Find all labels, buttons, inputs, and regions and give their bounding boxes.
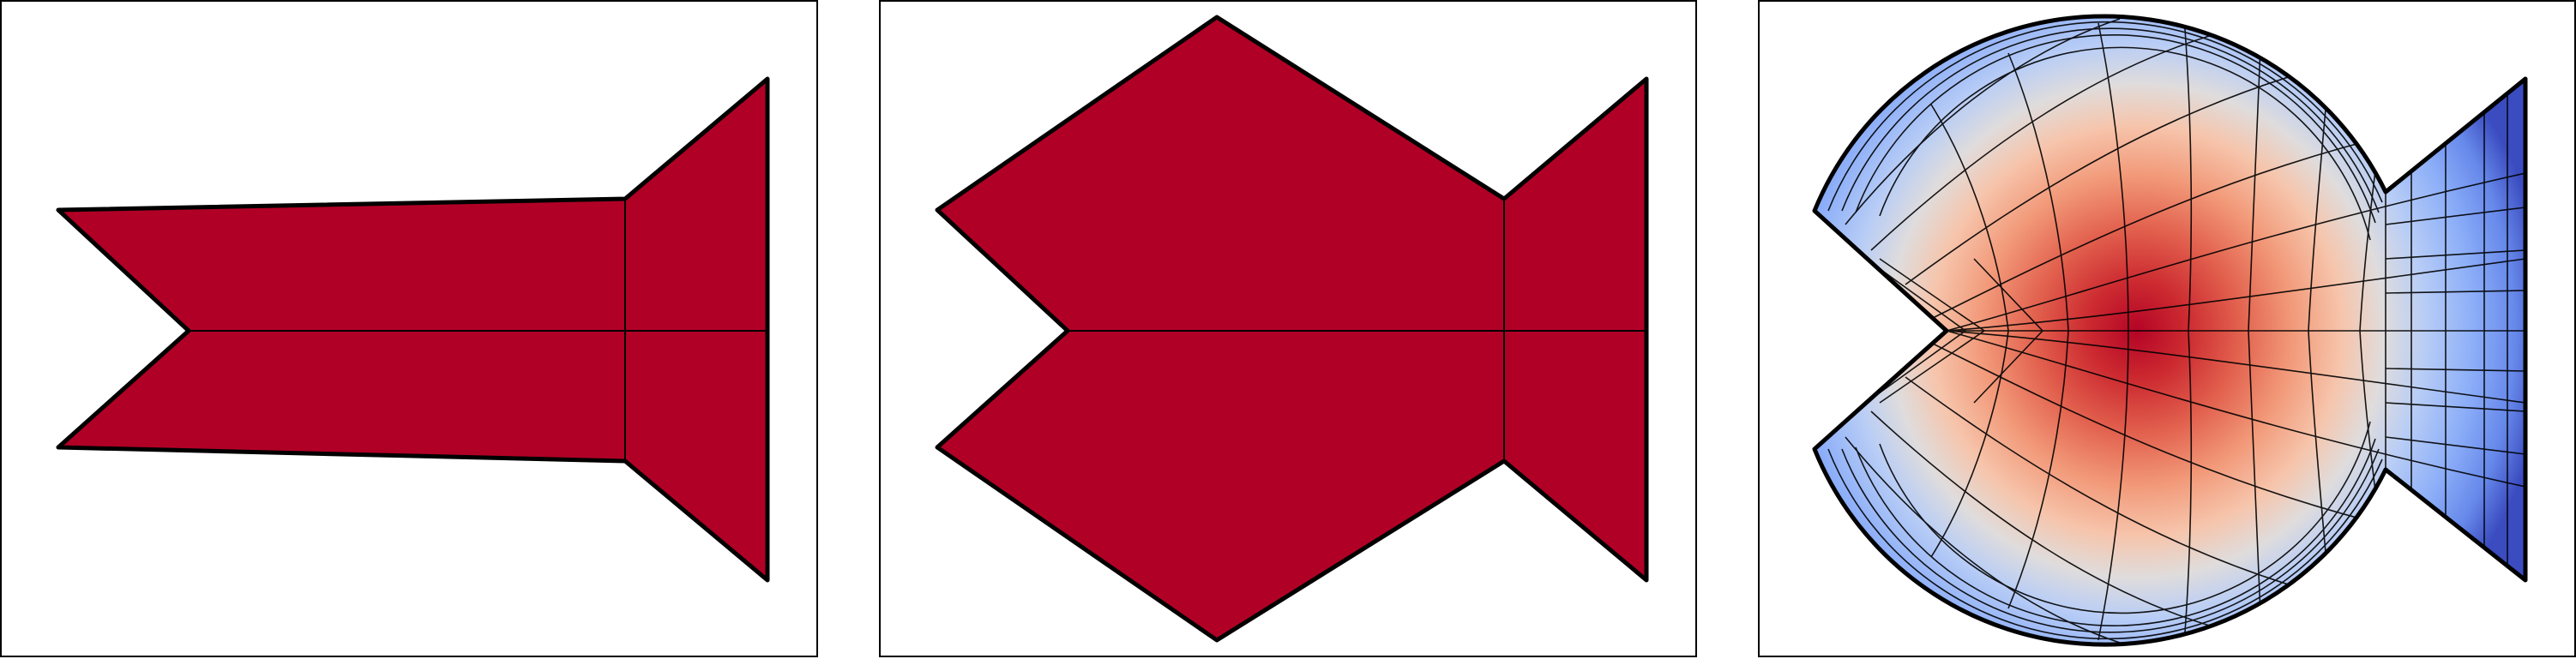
fish-outline-deformed [935,15,1649,643]
mesh-refined-canvas [1812,14,2528,647]
mesh-panel-initial [0,0,818,657]
fish-outline-initial [56,76,770,583]
mesh-deformed-canvas [935,15,1649,643]
refined-mesh-lines [1827,16,2525,645]
fish-body-region-deformed [937,17,1504,640]
fish-tail-region-initial [625,79,767,580]
mesh-initial-canvas [56,76,770,583]
mesh-panel-refined [1758,0,2576,657]
fish-tail-region-deformed [1504,79,1646,580]
fish-outline-refined [1812,14,2528,647]
mesh-panel-deformed [879,0,1697,657]
